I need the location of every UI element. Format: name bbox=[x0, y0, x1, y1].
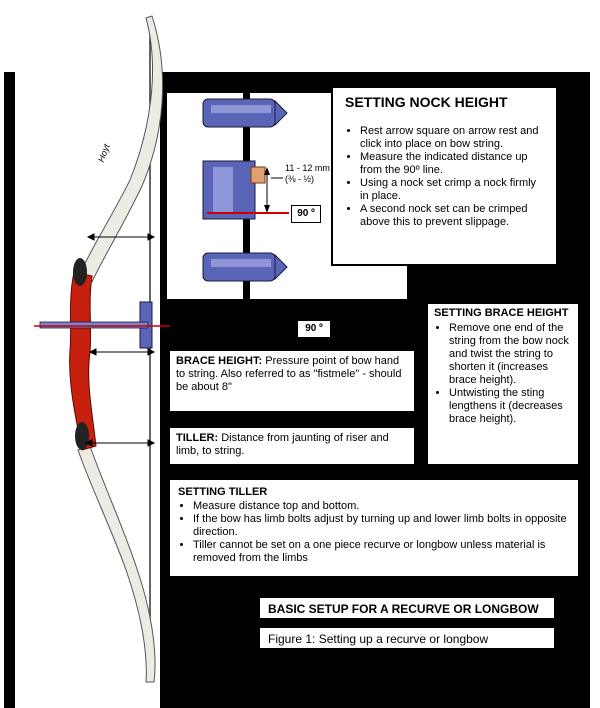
bottom-grip bbox=[75, 422, 89, 450]
inset-measure-mm: 11 - 12 mm bbox=[285, 163, 330, 173]
figure-caption: Figure 1: Setting up a recurve or longbo… bbox=[258, 626, 556, 650]
left-black-bar bbox=[4, 72, 15, 708]
brace-height-text: Pressure point of bow hand to string. Al… bbox=[176, 355, 402, 393]
nock-height-list: Rest arrow square on arrow rest and clic… bbox=[345, 125, 546, 229]
right-white-edge bbox=[590, 72, 600, 708]
riser bbox=[69, 271, 97, 451]
tiller-setting-list: Measure distance top and bottom. If the … bbox=[178, 500, 570, 565]
brace-height-box: BRACE HEIGHT: Pressure point of bow hand… bbox=[168, 349, 416, 413]
tiller-step-1: Measure distance top and bottom. bbox=[193, 500, 570, 513]
tiller-step-2: If the bow has limb bolts adjust by turn… bbox=[193, 513, 570, 539]
tiller-label: TILLER: bbox=[176, 432, 219, 444]
main-90-tag: 90 º bbox=[297, 320, 331, 338]
inset-measure: 11 - 12 mm (⅜ - ½) bbox=[285, 163, 330, 185]
bow-drawing bbox=[34, 15, 170, 683]
brace-setting-title: SETTING BRACE HEIGHT bbox=[434, 307, 569, 319]
brace-height-label: BRACE HEIGHT: bbox=[176, 355, 263, 367]
nock-height-title: SETTING NOCK HEIGHT bbox=[345, 94, 508, 110]
nock-step-4: A second nock set can be crimped above t… bbox=[360, 203, 546, 229]
inset-measure-in: (⅜ - ½) bbox=[285, 174, 315, 184]
nock-inset-drawing bbox=[202, 93, 289, 299]
nock-set bbox=[250, 166, 266, 184]
nock-step-3: Using a nock set crimp a nock firmly in … bbox=[360, 177, 546, 203]
tiller-box: TILLER: Distance from jaunting of riser … bbox=[168, 426, 416, 466]
brace-setting-box: SETTING BRACE HEIGHT Remove one end of t… bbox=[426, 302, 580, 466]
brace-setting-list: Remove one end of the string from the bo… bbox=[434, 322, 572, 426]
top-grip bbox=[73, 258, 87, 286]
setup-banner-text: BASIC SETUP FOR A RECURVE OR LONGBOW bbox=[268, 602, 539, 616]
nock-height-box: SETTING NOCK HEIGHT Rest arrow square on… bbox=[331, 86, 558, 266]
brace-step-2: Untwisting the sting lengthens it (decre… bbox=[449, 387, 572, 426]
tiller-text: Distance from jaunting of riser and limb… bbox=[176, 432, 389, 457]
nock-step-2: Measure the indicated distance up from t… bbox=[360, 151, 546, 177]
nock-step-1: Rest arrow square on arrow rest and clic… bbox=[360, 125, 546, 151]
upper-tiller-arrow bbox=[86, 233, 156, 241]
arrow-shaft bbox=[39, 321, 149, 329]
lower-tiller-arrow bbox=[84, 439, 156, 447]
tiller-step-3: Tiller cannot be set on a one piece recu… bbox=[193, 539, 570, 565]
figure-caption-text: Figure 1: Setting up a recurve or longbo… bbox=[268, 632, 489, 646]
brace-height-arrow bbox=[88, 348, 156, 356]
setup-banner: BASIC SETUP FOR A RECURVE OR LONGBOW bbox=[258, 596, 556, 620]
tiller-setting-title: SETTING TILLER bbox=[178, 486, 268, 498]
brace-step-1: Remove one end of the string from the bo… bbox=[449, 322, 572, 387]
upper-limb bbox=[77, 15, 164, 283]
tiller-setting-box: SETTING TILLER Measure distance top and … bbox=[168, 478, 580, 578]
inset-90-tag: 90 º bbox=[291, 205, 321, 223]
lower-limb bbox=[77, 445, 156, 683]
